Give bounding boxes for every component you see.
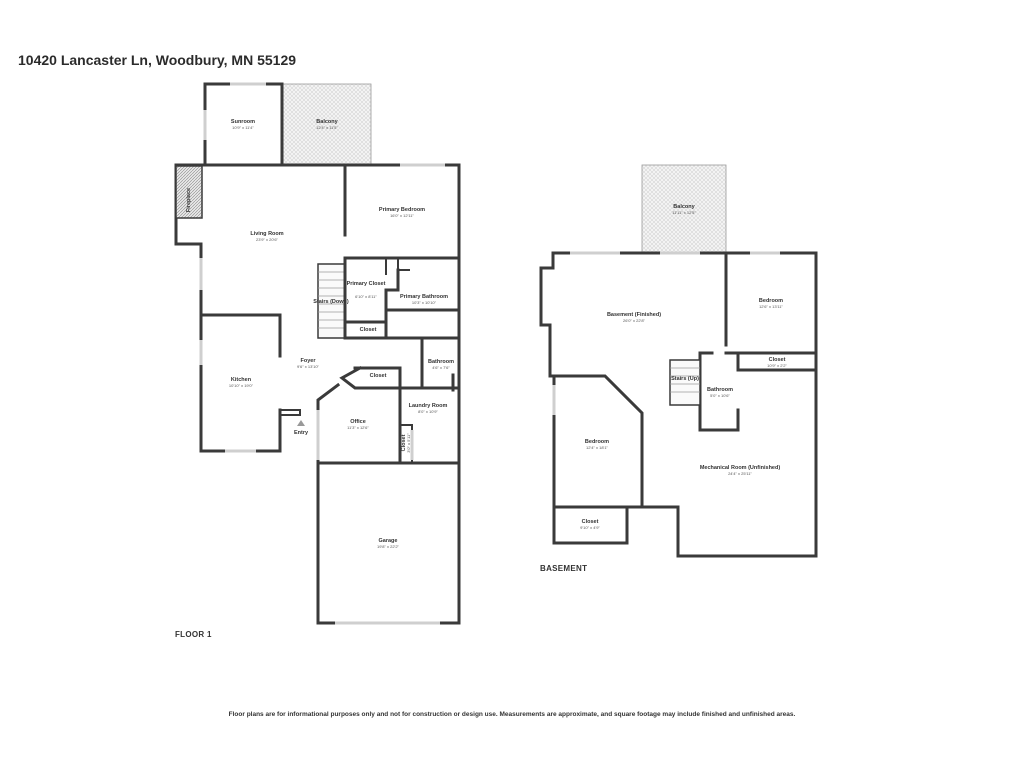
- room-labels: Sunroom 10'9" x 11'4" Balcony 12'4" x 11…: [186, 119, 787, 549]
- room-name: Bedroom: [759, 298, 783, 304]
- room-name: Bedroom: [585, 439, 609, 445]
- room-dims: 12'4" x 18'1": [586, 445, 609, 450]
- room-name: Garage: [379, 538, 398, 544]
- room-name: Stairs (Down): [313, 299, 349, 305]
- floor-1-label: FLOOR 1: [175, 630, 212, 639]
- room-name: Primary Bedroom: [379, 207, 425, 213]
- room-name: Closet: [401, 434, 407, 451]
- floor1-upper-walls: [174, 163, 461, 358]
- fireplace: [175, 165, 203, 219]
- room-name: Bathroom: [428, 359, 454, 365]
- room-dims: 5'0" x 10'6": [710, 393, 730, 398]
- room-name: Closet: [582, 519, 599, 525]
- room-dims: 10'10" x 19'0": [229, 383, 254, 388]
- room-name: Mechanical Room (Unfinished): [700, 465, 781, 471]
- room-dims: 4'6" x 7'6": [432, 365, 450, 370]
- floor-1-plan: [174, 82, 461, 625]
- room-name: Office: [350, 419, 366, 425]
- room-name: Bathroom: [707, 387, 733, 393]
- room-dims: 10'9" x 11'4": [232, 125, 254, 130]
- balcony-area: [281, 83, 372, 166]
- room-name: Living Room: [250, 231, 283, 237]
- room-name: Primary Bathroom: [400, 294, 448, 300]
- room-dims: 9'6" x 13'10": [297, 364, 320, 369]
- room-name: Kitchen: [231, 377, 252, 383]
- room-dims: 8'0" x 10'9": [418, 409, 438, 414]
- room-name: Balcony: [673, 204, 695, 210]
- page-title: 10420 Lancaster Ln, Woodbury, MN 55129: [18, 52, 297, 68]
- room-dims: 10'3" x 10'10": [412, 300, 437, 305]
- room-dims: 9'10" x 4'9": [580, 525, 600, 530]
- garage-walls: [316, 461, 461, 625]
- office-walls: [316, 365, 402, 465]
- stairs-down: [317, 263, 346, 339]
- basement-label: BASEMENT: [540, 564, 588, 573]
- room-name: Primary Closet: [347, 281, 386, 287]
- room-dims: 12'4" x 11'5": [316, 125, 338, 130]
- room-dims: 6'10" x 8'11": [355, 294, 377, 299]
- room-dims: 3'0" x 5'11": [406, 433, 411, 453]
- room-dims: 23'9" x 20'6": [256, 237, 279, 242]
- room-name: Stairs (Up): [671, 376, 699, 382]
- room-name: Entry: [294, 430, 309, 436]
- room-name: Fireplace: [186, 188, 192, 212]
- room-name: Balcony: [316, 119, 338, 125]
- room-name: Closet: [360, 327, 377, 333]
- room-name: Sunroom: [231, 119, 255, 125]
- room-dims: 11'3" x 12'6": [347, 425, 369, 430]
- room-name: Basement (Finished): [607, 312, 661, 318]
- room-name: Closet: [769, 357, 786, 363]
- basement-plan: [539, 164, 818, 558]
- room-dims: 26'0" x 22'8": [623, 318, 646, 323]
- room-dims: 11'11" x 12'5": [672, 210, 696, 215]
- room-dims: 16'0" x 12'11": [390, 213, 414, 218]
- basement-balcony: [641, 164, 727, 254]
- room-dims: 10'9" x 2'2": [767, 363, 787, 368]
- room-dims: 24'4" x 25'11": [728, 471, 752, 476]
- disclaimer: Floor plans are for informational purpos…: [228, 711, 796, 718]
- basement-outer-walls: [539, 251, 818, 558]
- room-name: Foyer: [301, 358, 317, 364]
- stairs-up: [669, 359, 701, 406]
- room-name: Laundry Room: [409, 403, 448, 409]
- room-name: Closet: [370, 373, 387, 379]
- room-dims: 12'6" x 13'11": [759, 304, 783, 309]
- room-dims: 19'8" x 22'2": [377, 544, 400, 549]
